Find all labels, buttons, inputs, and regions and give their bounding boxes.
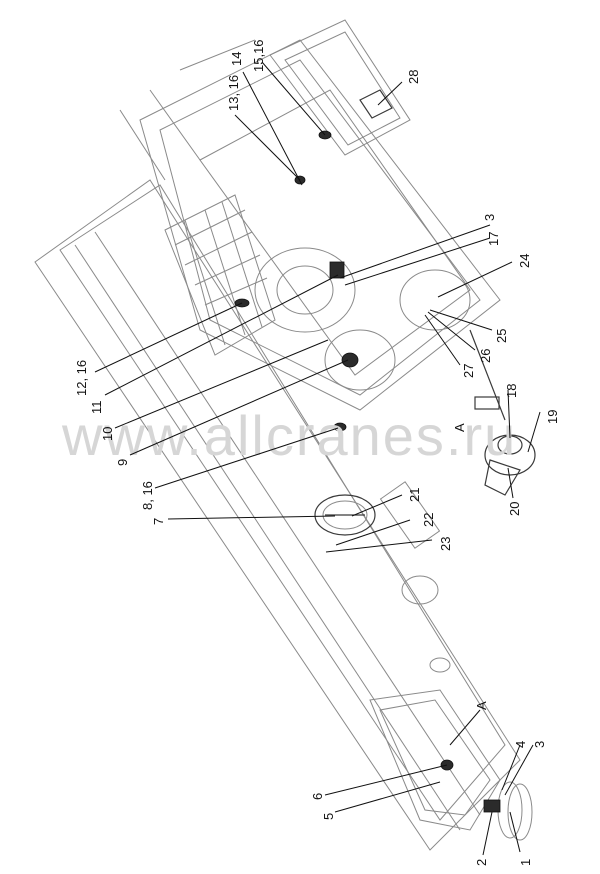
label-8-16: 8, 16 — [140, 481, 155, 510]
label-17: 17 — [486, 232, 501, 246]
label-2: 2 — [474, 859, 489, 866]
label-28: 28 — [406, 70, 421, 84]
label-18: 18 — [504, 384, 519, 398]
label-5: 5 — [321, 813, 336, 820]
part-labels: 1 2 3 4 5 6 7 8, 16 9 10 11 12, 16 13, 1… — [74, 39, 560, 866]
label-1: 1 — [518, 859, 533, 866]
label-7: 7 — [151, 518, 166, 525]
label-26: 26 — [478, 349, 493, 363]
label-21: 21 — [407, 488, 422, 502]
label-3-top: 3 — [482, 214, 497, 221]
label-11: 11 — [89, 401, 104, 415]
label-6: 6 — [310, 793, 325, 800]
label-9: 9 — [115, 459, 130, 466]
label-14: 14 — [229, 52, 244, 66]
label-10: 10 — [100, 427, 115, 441]
label-25: 25 — [494, 329, 509, 343]
label-23: 23 — [438, 537, 453, 551]
watermark-text: www.allcranes.ru — [61, 404, 517, 467]
detail-a-inset — [469, 329, 536, 496]
label-4: 4 — [513, 741, 528, 748]
label-27: 27 — [461, 364, 476, 378]
label-12-16: 12, 16 — [74, 360, 89, 396]
label-13-16: 13, 16 — [226, 75, 241, 111]
label-a-boom: A — [474, 701, 489, 710]
label-19: 19 — [545, 410, 560, 424]
cage-grid — [164, 194, 276, 356]
label-22: 22 — [421, 513, 436, 527]
label-20: 20 — [507, 502, 522, 516]
leader-lines — [94, 61, 541, 856]
label-24: 24 — [517, 254, 532, 268]
label-3: 3 — [532, 741, 547, 748]
label-15-16: 15,16 — [251, 39, 266, 72]
label-a-inset: A — [452, 423, 467, 432]
